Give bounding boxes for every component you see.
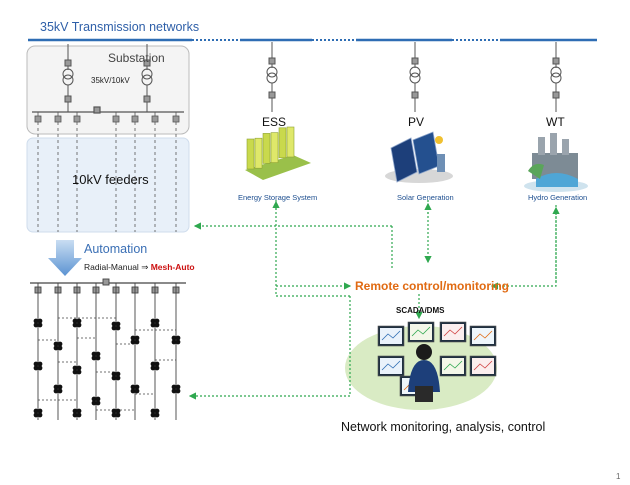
ess-caption: Energy Storage System xyxy=(238,193,318,202)
control-room-icon xyxy=(345,321,497,410)
feeders-label: 10kV feeders xyxy=(72,172,149,187)
transformer-icon xyxy=(409,42,421,112)
distribution-bus xyxy=(32,106,184,114)
wt-label: WT xyxy=(546,115,565,129)
substation-label: Substation xyxy=(108,51,165,65)
wt-caption: Hydro Generation xyxy=(528,193,588,202)
pv-label: PV xyxy=(408,115,425,129)
switch-icon xyxy=(33,318,181,418)
mesh-network xyxy=(30,278,186,420)
communication-links xyxy=(188,200,560,400)
pv-caption: Solar Generation xyxy=(397,193,454,202)
scada-caption: Network monitoring, analysis, control xyxy=(341,420,546,434)
transformer-icon xyxy=(266,42,278,112)
transformer-icon xyxy=(141,44,153,112)
radial-to-mesh-label: Radial-Manual ⇒ Mesh-Auto xyxy=(84,262,195,273)
page-number: 1 xyxy=(616,472,621,481)
transformer-icon xyxy=(62,44,74,112)
radial-text: Radial-Manual xyxy=(84,262,139,272)
feeder-drops xyxy=(34,112,180,232)
transformer-ratio-label: 35kV/10kV xyxy=(91,76,130,85)
arrow-glyph: ⇒ xyxy=(141,262,149,272)
down-arrow-icon xyxy=(48,240,82,276)
ess-label: ESS xyxy=(262,115,287,129)
mesh-text: Mesh-Auto xyxy=(150,262,195,272)
scada-label: SCADA/DMS xyxy=(396,306,445,315)
hydro-dam-icon xyxy=(524,133,588,192)
remote-control-label: Remote control/monitoring xyxy=(355,279,509,293)
diagram-title: 35kV Transmission networks xyxy=(40,20,200,34)
transformer-icon xyxy=(550,42,562,112)
feeders-region xyxy=(26,137,190,233)
battery-rack-icon xyxy=(245,126,311,180)
solar-panel-icon xyxy=(385,131,453,183)
automation-label: Automation xyxy=(84,242,148,256)
